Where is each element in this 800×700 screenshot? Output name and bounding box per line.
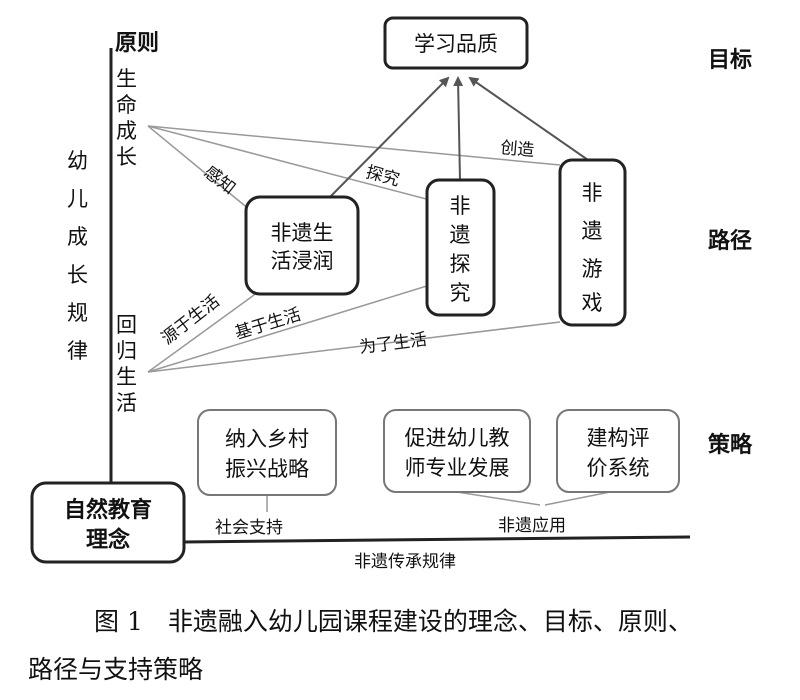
edge-from-life — [147, 286, 266, 373]
arrow-life-to-quality — [329, 76, 450, 198]
growth-law-char: 律 — [67, 339, 88, 363]
path-label: 路径 — [708, 228, 752, 254]
node-game-char: 游 — [582, 257, 603, 281]
edge-label-based-on-life: 基于生活 — [233, 305, 304, 344]
edge-label-social-support: 社会支持 — [215, 518, 283, 538]
node-quality-box — [383, 16, 529, 70]
node-life-immersion-line1: 非遗生 — [271, 221, 334, 245]
node-game-box — [558, 158, 627, 327]
node-explore-box — [425, 178, 496, 317]
life-growth-char: 生 — [116, 67, 137, 91]
goal-label: 目标 — [708, 47, 752, 73]
caption-line2: 路径与支持策略 — [28, 655, 204, 684]
node-game-char: 遗 — [582, 219, 603, 243]
edge-label-for-life: 为了生活 — [358, 330, 428, 358]
node-game-char: 戏 — [582, 291, 603, 315]
edge-label-inheritance-law: 非遗传承规律 — [354, 552, 456, 572]
life-growth-char: 长 — [116, 145, 137, 169]
life-growth-char: 命 — [116, 93, 137, 117]
node-rural-box — [197, 409, 337, 496]
node-game-char: 非 — [582, 181, 603, 205]
growth-law-char: 成 — [67, 225, 88, 249]
edge-teacher-use — [456, 491, 541, 506]
caption-line1: 图 1 非遗融入幼儿园课程建设的理念、目标、原则、 — [94, 607, 693, 636]
edge-label-explore: 探究 — [364, 163, 402, 191]
node-teacher-line2: 师专业发展 — [405, 456, 510, 480]
node-natural-edu-box — [30, 481, 186, 564]
edge-explore-top — [147, 125, 431, 201]
edge-eval-use — [544, 491, 611, 506]
return-life-char: 活 — [116, 391, 137, 415]
node-eval-line1: 建构评 — [587, 426, 650, 450]
arrow-explore-to-quality — [453, 76, 464, 181]
node-explore-char: 遗 — [450, 223, 471, 247]
inheritance-axis-line — [182, 535, 691, 544]
growth-law-char: 长 — [67, 263, 88, 287]
edge-label-create: 创造 — [500, 138, 536, 161]
arrow-game-to-quality — [468, 76, 589, 161]
node-explore-char: 究 — [450, 281, 471, 305]
node-eval-line2: 价系统 — [587, 456, 650, 480]
edge-label-perceive: 感知 — [200, 162, 239, 199]
edge-perceive — [147, 125, 251, 211]
return-life-char: 归 — [116, 339, 137, 363]
growth-law-char: 幼 — [67, 149, 88, 173]
node-quality-label: 学习品质 — [414, 32, 498, 56]
node-natural-edu-line2: 理念 — [86, 527, 130, 553]
strategy-label: 策略 — [708, 432, 753, 458]
node-life-immersion-box — [244, 195, 360, 296]
node-teacher-box — [383, 409, 531, 493]
return-life-char: 回 — [116, 313, 137, 337]
node-natural-edu-line1: 自然教育 — [64, 497, 152, 523]
life-growth-char: 成 — [116, 119, 137, 143]
growth-law-char: 儿 — [67, 187, 88, 211]
return-life-char: 生 — [116, 365, 137, 389]
node-teacher-line1: 促进幼儿教 — [405, 426, 510, 450]
diagram-canvas: 原则 目标 路径 策略 生 命 成 长 回 归 生 活 幼 儿 成 长 规 律 … — [30, 16, 753, 572]
node-life-immersion-line2: 活浸润 — [271, 249, 334, 273]
edge-for-life — [147, 321, 561, 373]
node-rural-line1: 纳入乡村 — [225, 427, 309, 451]
principle-label: 原则 — [115, 31, 159, 56]
node-rural-line2: 振兴战略 — [225, 457, 309, 481]
edge-create — [147, 125, 561, 166]
growth-law-char: 规 — [67, 301, 88, 325]
node-eval-box — [556, 409, 680, 493]
edge-based-on-life — [147, 284, 431, 373]
node-explore-char: 探 — [450, 252, 471, 276]
node-explore-char: 非 — [450, 194, 471, 218]
edge-label-heritage-use: 非遗应用 — [498, 516, 566, 536]
figure-caption: 图 1 非遗融入幼儿园课程建设的理念、目标、原则、 路径与支持策略 — [28, 598, 788, 694]
